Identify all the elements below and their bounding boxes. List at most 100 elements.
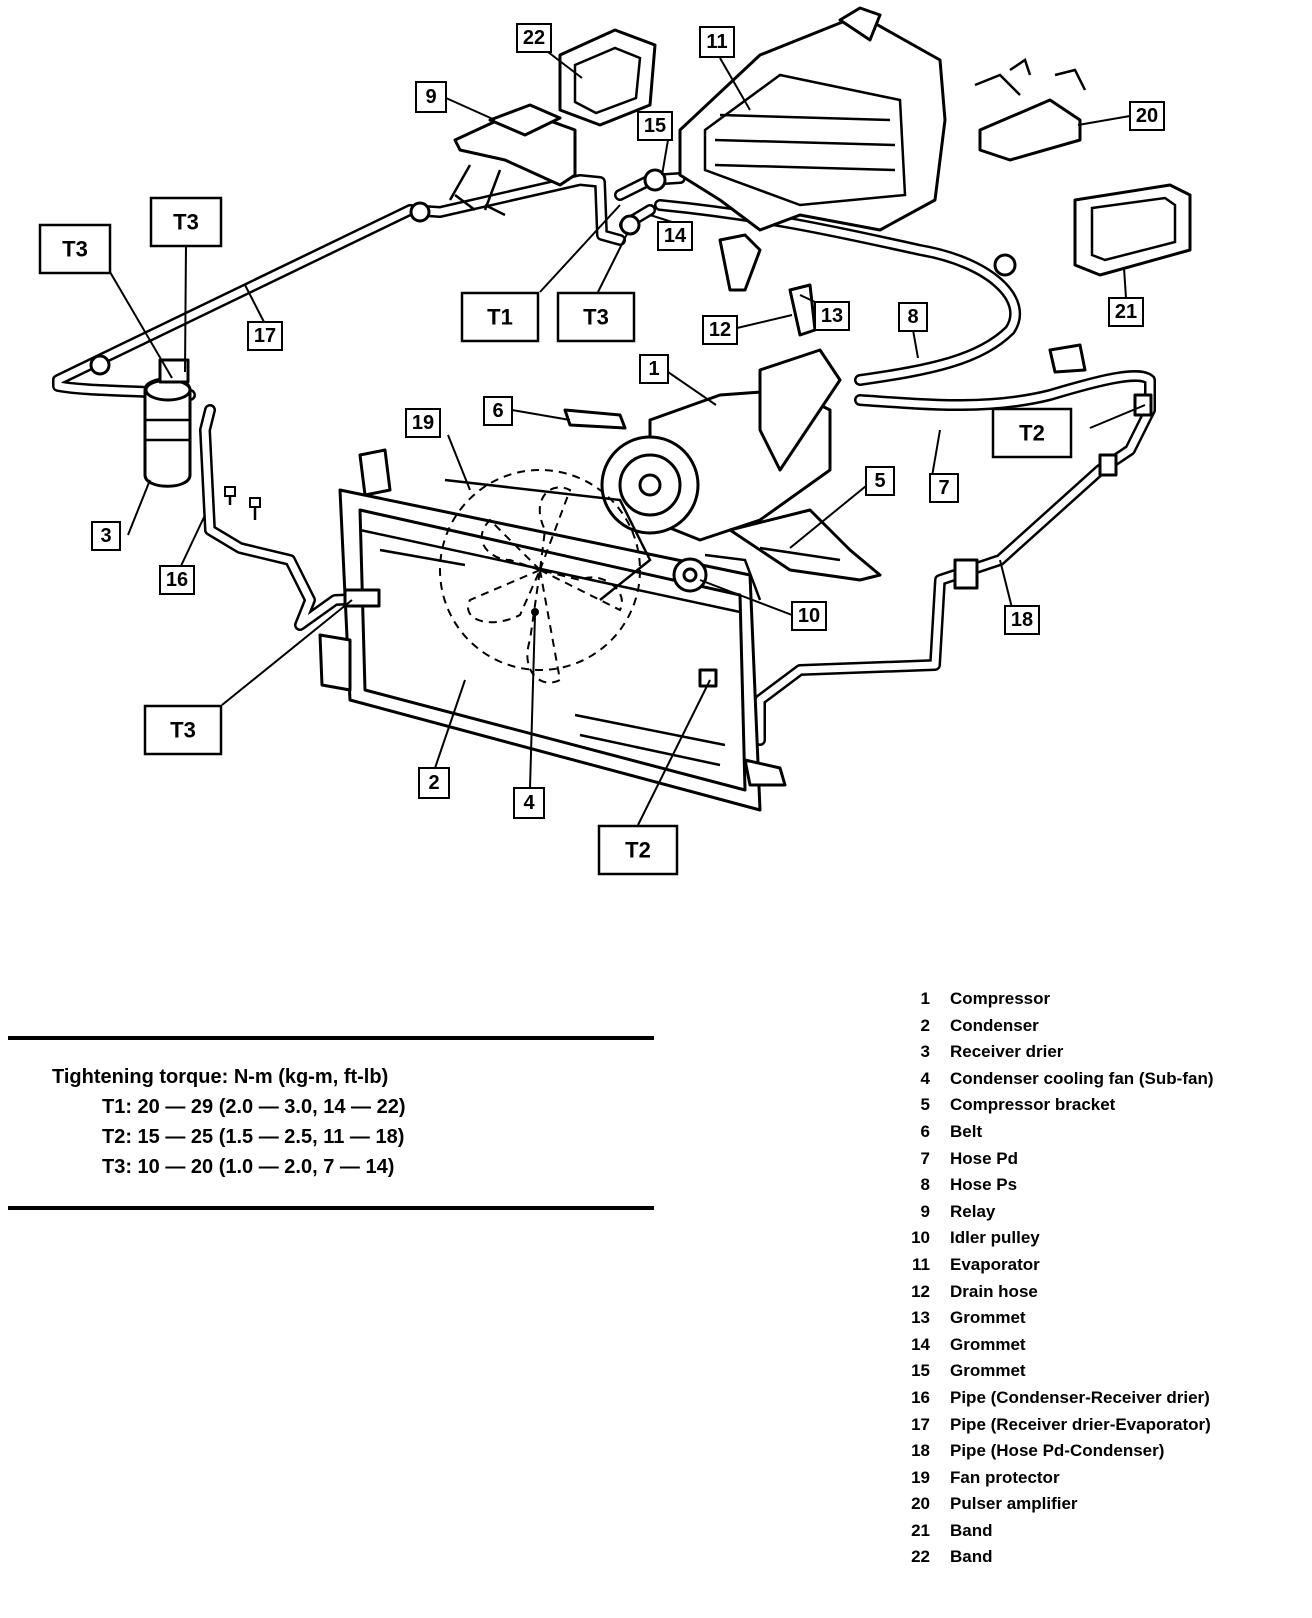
- part-tag-13: 13: [814, 301, 850, 331]
- svg-text:2: 2: [428, 772, 439, 794]
- part-tag-11: 11: [699, 26, 735, 58]
- part-tag-7: 7: [929, 473, 959, 503]
- svg-text:8: 8: [907, 306, 918, 328]
- legend-label: Evaporator: [950, 1254, 1040, 1274]
- legend-number: 9: [920, 1201, 930, 1221]
- legend-item: 7 Hose Pd: [900, 1146, 1300, 1173]
- compressor-bracket-illustration: [728, 508, 882, 582]
- legend-number: 22: [911, 1547, 930, 1567]
- fan-illustration: [439, 469, 652, 684]
- legend-item: 12 Drain hose: [900, 1279, 1300, 1306]
- legend-item: 6 Belt: [900, 1119, 1300, 1146]
- legend-label: Receiver drier: [950, 1042, 1064, 1062]
- svg-text:10: 10: [798, 605, 820, 627]
- band-21-illustration: [1073, 183, 1192, 277]
- legend-item: 9 Relay: [900, 1199, 1300, 1226]
- part-tag-6: 6: [483, 396, 513, 426]
- legend-label: Drain hose: [950, 1281, 1038, 1301]
- part-tag-10: 10: [791, 601, 827, 631]
- legend-label: Condenser: [950, 1015, 1039, 1035]
- pipe-16: [199, 404, 386, 631]
- legend-label: Pulser amplifier: [950, 1494, 1078, 1514]
- legend-label: Fan protector: [950, 1467, 1060, 1487]
- torque-top-rule: [8, 1036, 654, 1040]
- legend-number: 17: [911, 1414, 930, 1434]
- torque-row-t1: T1: 20 — 29 (2.0 — 3.0, 14 — 22): [102, 1096, 406, 1118]
- svg-text:T2: T2: [625, 838, 651, 863]
- condenser-illustration: [318, 448, 787, 812]
- pulser-amplifier-illustration: [974, 58, 1087, 162]
- torque-title: Tightening torque: N-m (kg-m, ft-lb): [52, 1066, 389, 1088]
- legend-number: 16: [911, 1387, 930, 1407]
- idler-pulley-illustration: [672, 553, 762, 601]
- svg-text:21: 21: [1115, 301, 1137, 323]
- part-tag-4: 4: [513, 787, 545, 819]
- svg-text:T1: T1: [487, 305, 513, 330]
- legend-label: Belt: [950, 1121, 983, 1141]
- svg-text:11: 11: [706, 31, 727, 53]
- part-tag-1: 1: [639, 354, 669, 384]
- torque-row-t2: T2: 15 — 25 (1.5 — 2.5, 11 — 18): [102, 1126, 405, 1148]
- part-tag-2: 2: [418, 767, 450, 799]
- part-tag-9: 9: [415, 81, 447, 113]
- torque-row-t3: T3: 10 — 20 (1.0 — 2.0, 7 — 14): [102, 1156, 395, 1178]
- legend-number: 11: [912, 1254, 930, 1274]
- legend-item: 22 Band: [900, 1544, 1300, 1571]
- legend-number: 19: [911, 1467, 930, 1487]
- svg-text:7: 7: [938, 477, 949, 499]
- part-tag-16: 16: [159, 565, 195, 595]
- legend-label: Hose Pd: [950, 1148, 1019, 1168]
- part-tag-8: 8: [898, 302, 928, 332]
- legend-number: 12: [911, 1281, 930, 1301]
- legend-item: 18 Pipe (Hose Pd-Condenser): [900, 1438, 1300, 1465]
- part-tag-19: 19: [405, 408, 441, 438]
- legend-item: 11 Evaporator: [900, 1252, 1300, 1279]
- legend-item: 13 Grommet: [900, 1305, 1300, 1332]
- legend-number: 13: [911, 1308, 930, 1328]
- callout-t3-bottom-left: T3: [143, 704, 223, 756]
- legend-number: 7: [920, 1148, 930, 1168]
- legend-item: 19 Fan protector: [900, 1465, 1300, 1492]
- legend-label: Pipe (Hose Pd-Condenser): [950, 1441, 1165, 1461]
- legend-label: Compressor bracket: [950, 1095, 1116, 1115]
- legend-label: Hose Ps: [950, 1175, 1018, 1195]
- svg-text:1: 1: [648, 358, 659, 380]
- legend-number: 18: [911, 1441, 930, 1461]
- torque-bottom-rule: [8, 1206, 654, 1210]
- part-tag-14: 14: [657, 221, 693, 251]
- svg-text:5: 5: [874, 470, 885, 492]
- compressor-illustration: [563, 348, 842, 542]
- hose-ps: [654, 199, 1022, 386]
- svg-text:19: 19: [412, 412, 434, 434]
- legend-label: Relay: [950, 1201, 996, 1221]
- part-tag-3: 3: [91, 521, 121, 551]
- svg-text:T3: T3: [62, 237, 88, 262]
- legend-number: 3: [920, 1042, 930, 1062]
- legend-number: 6: [920, 1121, 930, 1141]
- legend-number: 10: [911, 1228, 930, 1248]
- svg-text:15: 15: [644, 115, 666, 137]
- legend-label: Grommet: [950, 1361, 1026, 1381]
- svg-text:20: 20: [1136, 105, 1158, 127]
- part-tag-15: 15: [637, 111, 673, 141]
- pipe-clamps: [89, 201, 1153, 688]
- legend-number: 8: [920, 1175, 930, 1195]
- callout-t1: T1: [460, 291, 540, 343]
- svg-text:6: 6: [492, 400, 503, 422]
- callout-t3-left-inner: T3: [149, 196, 223, 248]
- evaporator-illustration: [678, 6, 947, 292]
- part-tag-22: 22: [516, 23, 552, 53]
- legend-label: Grommet: [950, 1308, 1026, 1328]
- part-tag-20: 20: [1129, 101, 1165, 131]
- legend-label: Band: [950, 1547, 993, 1567]
- legend-number: 1: [920, 989, 930, 1008]
